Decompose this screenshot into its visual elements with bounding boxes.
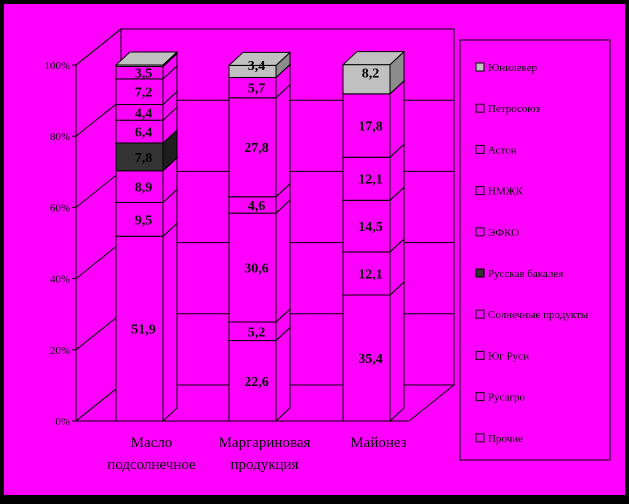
bar-segment-petrosoyuz [342, 93, 391, 158]
data-label: 4,6 [248, 199, 266, 214]
x-axis: Масло подсолнечное Маргариновая продукция Ма… [107, 435, 406, 473]
data-label: 5,7 [248, 82, 266, 97]
bar-segment-aston [342, 156, 391, 201]
legend-label-yunilever: Юнилевер [488, 62, 537, 74]
bar-segment-efko-side [275, 198, 291, 324]
legend-swatch-yunilever [475, 62, 485, 72]
gridline-side [75, 99, 122, 137]
legend-swatch-russkaya-bakaleya [475, 268, 485, 278]
y-tick-label: 80% [50, 131, 70, 143]
gridline-side [75, 28, 122, 66]
data-label: 30,6 [244, 262, 269, 277]
data-label: 51,9 [131, 323, 156, 338]
y-tick-label: 60% [50, 202, 70, 214]
y-tick-label: 40% [50, 274, 70, 286]
bar-segment-yunilever-top [341, 51, 406, 66]
x-category-label: продукция [231, 457, 299, 473]
x-category-label: подсолнечное [107, 457, 196, 473]
legend-swatch-yug-rusi [475, 350, 485, 360]
legend-label-yug-rusi: Юг Руси [488, 350, 529, 362]
bars-group: 51,9 9,5 8,9 7,8 6,4 4,4 7,2 3,5 22,6 5,2 30,6 4,6 2… [114, 50, 406, 423]
legend-swatch-rusagro [475, 392, 485, 402]
legend-label-prochie: Прочие [488, 433, 523, 445]
gridline-side [75, 242, 122, 279]
gridline-side [75, 313, 122, 351]
legend-label-petrosoyuz: Петросоюз [488, 103, 540, 115]
legend-box [459, 39, 611, 461]
data-label: 3,5 [135, 67, 153, 82]
y-tick-label: 20% [50, 345, 70, 357]
data-label: 8,9 [135, 181, 153, 196]
data-label: 7,2 [135, 86, 153, 101]
bar-segment-prochie [228, 340, 277, 422]
data-label: 22,6 [244, 375, 269, 390]
y-axis: 0% 20% 40% 60% 80% 100% [44, 60, 76, 428]
legend-label-nmzhk: НМЖК [488, 186, 524, 198]
bar-segment-efko [228, 212, 277, 323]
bar-segment-prochie-side [162, 222, 178, 423]
bar-segment-yunilever-top [227, 51, 292, 66]
legend-swatch-aston [475, 144, 485, 154]
data-label: 3,4 [248, 59, 266, 74]
bar-stack-1 [114, 50, 179, 423]
bar-segment-solnechnye-produkty [115, 170, 164, 203]
legend-label-efko: ЭФКО [488, 227, 519, 239]
legend-label-aston: Астон [488, 144, 517, 156]
y-tick-label: 0% [55, 416, 70, 428]
data-label: 14,5 [358, 220, 383, 235]
legend-swatch-solnechnye-produkty [475, 309, 485, 319]
bar-segment-prochie [115, 235, 164, 422]
data-label: 12,1 [358, 267, 383, 282]
bar-segment-nmzhk [342, 199, 391, 253]
x-category-label: Майонез [350, 435, 406, 451]
legend-swatch-efko [475, 227, 485, 237]
bar-segment-yunilever-top [114, 51, 179, 66]
bar-segment-prochie-side [389, 280, 405, 423]
legend-label-rusagro: Русагро [488, 392, 526, 404]
legend-swatch-prochie [475, 433, 485, 443]
legend-swatch-nmzhk [475, 186, 485, 196]
data-label: 8,2 [362, 67, 380, 82]
data-label: 7,8 [135, 151, 153, 166]
bar-stack-3 [341, 50, 406, 423]
data-label: 35,4 [358, 352, 383, 367]
bar-segment-prochie-side [275, 326, 291, 423]
bar-stack-2 [227, 51, 292, 423]
data-label: 17,8 [358, 120, 383, 135]
y-tick-label: 100% [44, 60, 70, 72]
data-label: 12,1 [358, 173, 383, 188]
x-category-label: Маргариновая [219, 435, 311, 451]
data-label: 4,4 [135, 106, 153, 121]
legend-swatch-petrosoyuz [475, 103, 485, 113]
bar-segment-efko [342, 251, 391, 296]
data-label: 5,2 [248, 325, 266, 340]
floor [74, 384, 456, 422]
data-label: 27,8 [244, 141, 269, 156]
data-label: 6,4 [135, 126, 153, 141]
data-label: 9,5 [135, 213, 153, 228]
bar-segment-aston-side [275, 83, 291, 198]
gridline-side [75, 171, 122, 208]
x-category-label: Масло [131, 435, 173, 451]
legend-label-russkaya-bakaleya: Русская бакалея [488, 268, 563, 280]
legend-label-solnechnye-produkty: Солнечные продукты [488, 309, 589, 321]
